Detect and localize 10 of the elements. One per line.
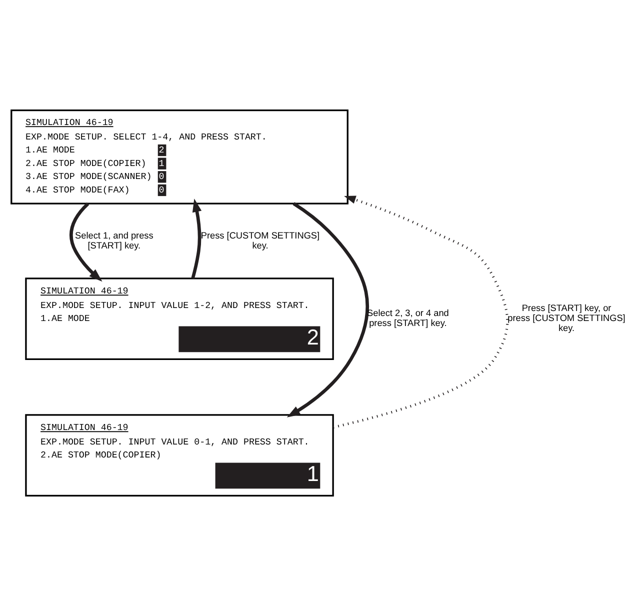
node-box: SIMULATION 46-19 EXP.MODE SETUP. SELECT 1-4, AND PRESS START. 1.AE MODE 2 2.AE STOP MODE(COPIER) 1 3.AE STOP MODE(SCANNER) 0 4.AE STOP MODE(FAX) 0 [10,109,348,204]
node-box: SIMULATION 46-19 EXP.MODE SETUP. INPUT VALUE 0-1, AND PRESS START. 2.AE STOP MODE(COPIER) 1 [25,414,334,496]
node-box: SIMULATION 46-19 EXP.MODE SETUP. INPUT VALUE 1-2, AND PRESS START. 1.AE MODE 2 [25,277,334,360]
edge-label: Press [CUSTOM SETTINGS] key. [200,230,320,250]
arrow [286,202,369,417]
arrow [191,198,202,278]
edge-label: Press [START] key, or press [CUSTOM SETTINGS] key. [508,302,626,333]
arrow [70,202,102,282]
arrow [332,195,509,428]
edge-label: Select 1, and press [START] key. [75,230,154,250]
